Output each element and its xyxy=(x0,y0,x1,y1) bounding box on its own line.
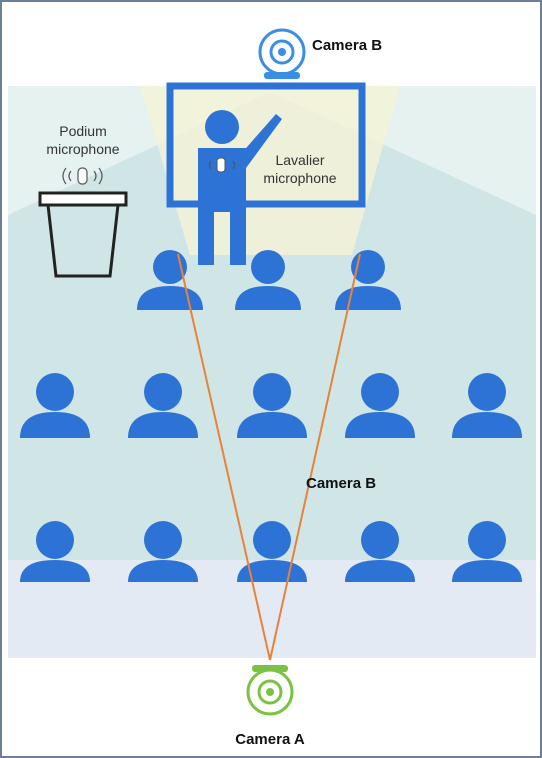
camera-b-top-label: Camera B xyxy=(312,37,382,54)
person-icon xyxy=(237,373,307,438)
podium-microphone-icon xyxy=(62,167,103,185)
camera-b-coverage xyxy=(8,92,536,560)
student-row-2 xyxy=(20,373,522,438)
teacher-icon xyxy=(198,110,282,265)
podium-label-line1: Podium xyxy=(59,123,106,139)
lavalier-label-line1: Lavalier xyxy=(275,152,324,168)
person-icon xyxy=(128,373,198,438)
person-icon xyxy=(452,373,522,438)
lavalier-label-line2: microphone xyxy=(263,170,336,186)
whiteboard xyxy=(166,82,366,208)
camera-a-icon xyxy=(246,665,294,716)
camera-b-mid-label: Camera B xyxy=(306,475,376,492)
person-icon xyxy=(452,521,522,582)
person-icon xyxy=(20,521,90,582)
person-icon xyxy=(235,250,301,310)
podium-label-line2: microphone xyxy=(46,141,119,157)
person-icon xyxy=(345,373,415,438)
camera-a-label: Camera A xyxy=(235,731,305,748)
podium-icon xyxy=(38,191,128,278)
person-icon xyxy=(20,373,90,438)
person-icon xyxy=(128,521,198,582)
person-icon xyxy=(345,521,415,582)
camera-b-top-icon xyxy=(258,28,306,79)
camera-a-sightlines xyxy=(177,253,361,661)
student-row-1 xyxy=(137,250,401,310)
lavalier-microphone-icon xyxy=(208,157,236,173)
